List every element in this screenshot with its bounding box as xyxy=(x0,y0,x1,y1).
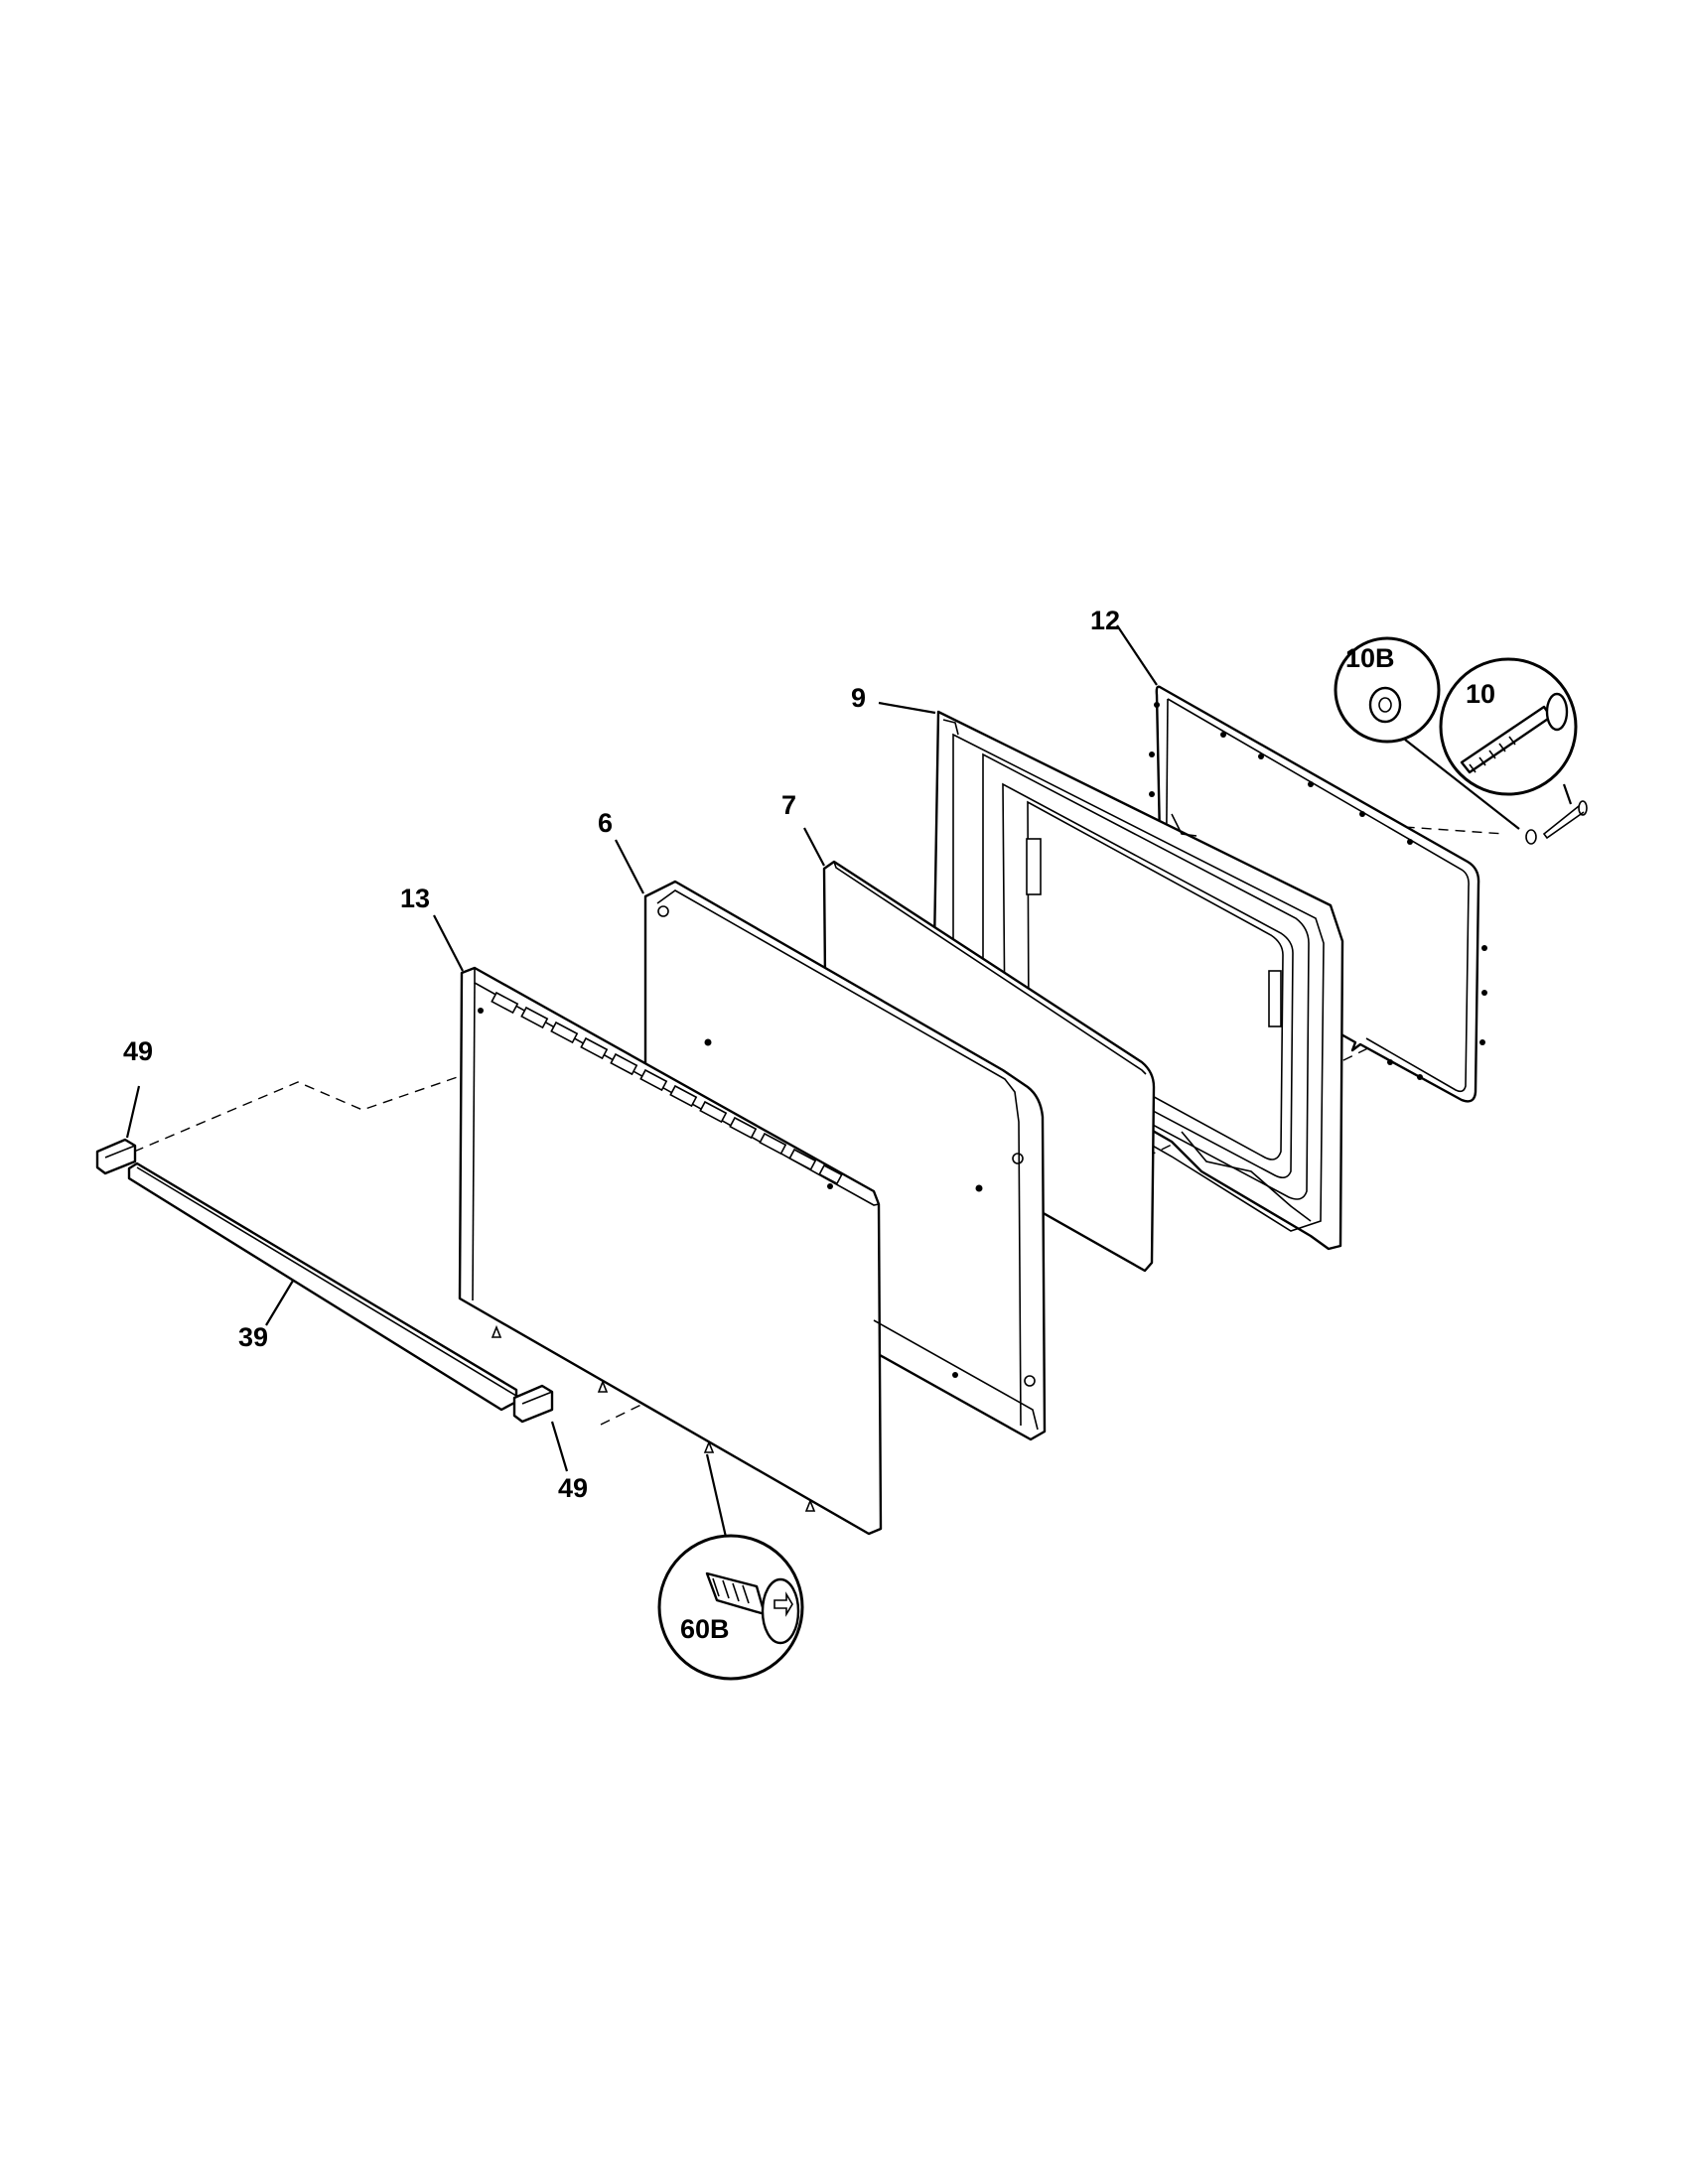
door-panel-part-6 xyxy=(643,880,1047,1441)
callout-12: 12 xyxy=(1090,606,1120,635)
bottom-screws xyxy=(491,1324,816,1512)
outer-door-part-13 xyxy=(458,966,1039,1536)
end-cap-bottom-part-49 xyxy=(512,1384,554,1424)
hinge-screw-small xyxy=(1525,800,1588,845)
callout-10: 10 xyxy=(1466,679,1495,709)
callout-circle-60b xyxy=(657,1534,804,1681)
callout-9: 9 xyxy=(851,683,866,713)
callout-13: 13 xyxy=(400,884,430,913)
callout-circle-10b xyxy=(1334,636,1441,744)
callout-49-bottom: 49 xyxy=(558,1473,588,1503)
callout-7: 7 xyxy=(781,790,796,820)
callout-39: 39 xyxy=(238,1322,268,1352)
vent-slots xyxy=(491,991,843,1185)
callout-60b: 60B xyxy=(680,1614,730,1644)
callout-6: 6 xyxy=(598,808,613,838)
callout-circle-10 xyxy=(1439,657,1578,796)
trim-strip-part-39 xyxy=(127,1161,518,1412)
leader-lines xyxy=(125,624,1573,1547)
end-cap-top-part-49 xyxy=(95,1138,137,1175)
callout-49-top: 49 xyxy=(123,1036,153,1066)
callout-10b: 10B xyxy=(1345,643,1395,673)
